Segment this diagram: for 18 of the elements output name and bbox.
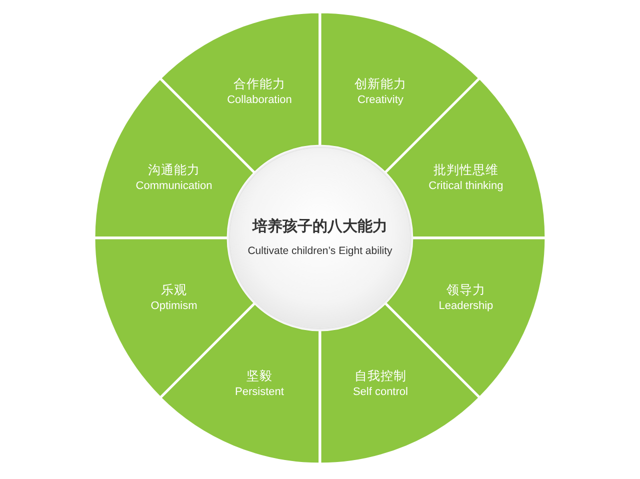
english-label: Persistent: [235, 384, 284, 400]
english-label: Collaboration: [227, 93, 292, 108]
chinese-label: 合作能力: [234, 76, 286, 94]
chinese-label: 坚毅: [246, 368, 272, 385]
chinese-label: 领导力: [446, 282, 486, 300]
chinese-label: 自我控制: [354, 368, 406, 385]
english-label: Creativity: [358, 93, 404, 108]
chinese-label: 培养孩子的八大能力: [252, 217, 388, 237]
english-label: Communication: [136, 178, 212, 194]
chinese-label: 创新能力: [354, 76, 406, 94]
english-label: Optimism: [150, 299, 198, 314]
english-label: Self control: [352, 384, 408, 400]
chinese-label: 沟通能力: [148, 162, 200, 179]
english-label: Leadership: [438, 299, 494, 314]
chinese-label: 批判性思维: [433, 162, 498, 179]
english-label: Cultivate children’s Eight ability: [248, 244, 392, 259]
english-label: Critical thinking: [428, 178, 504, 194]
chinese-label: 乐观: [161, 282, 187, 300]
